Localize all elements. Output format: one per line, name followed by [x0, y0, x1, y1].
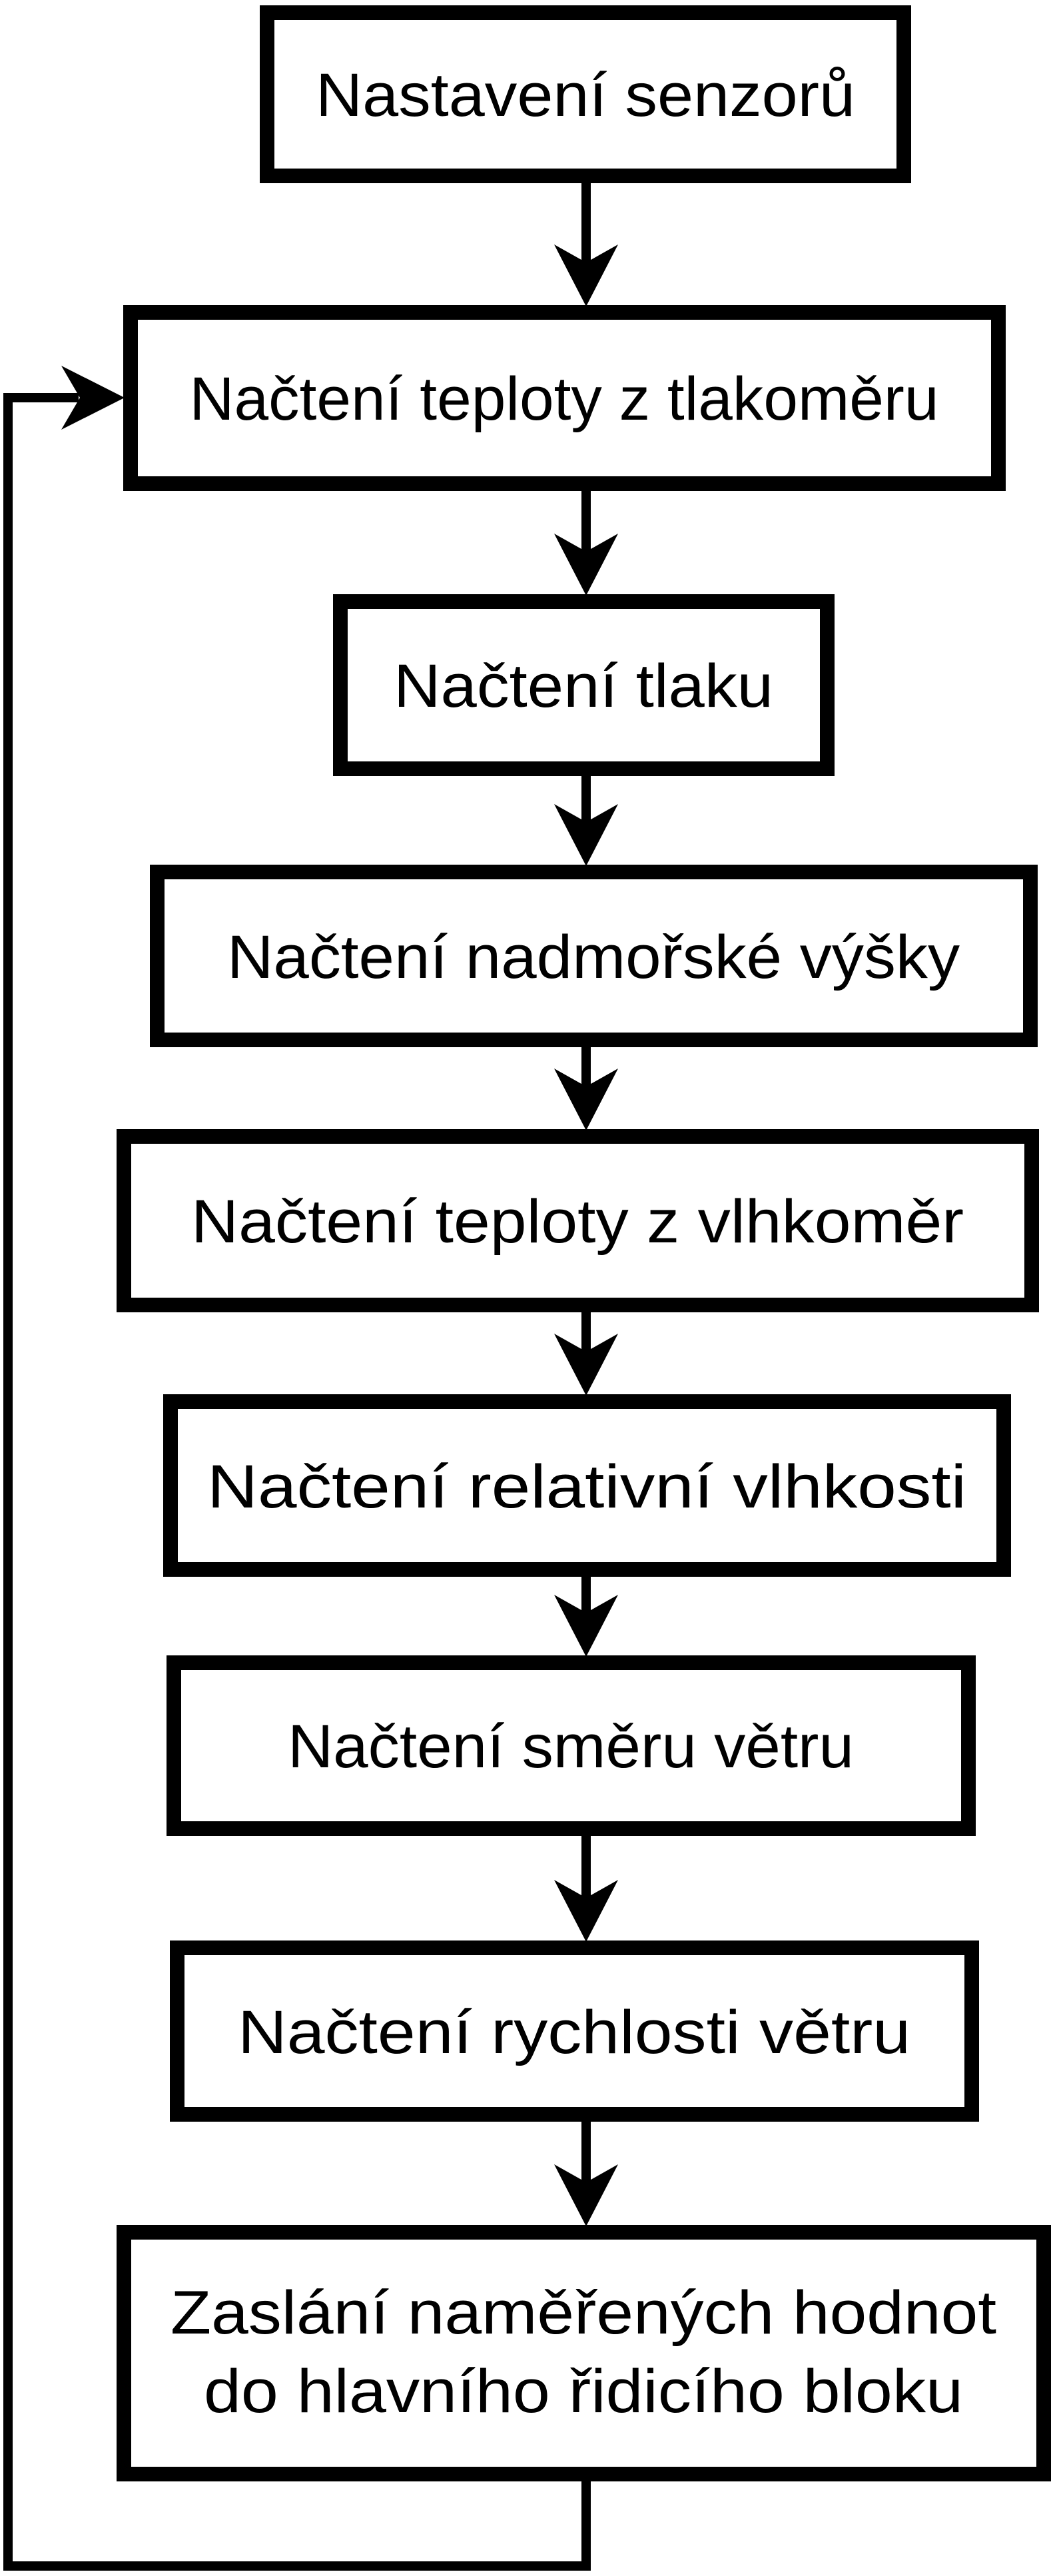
edge-4-arrowhead-icon [554, 1069, 618, 1130]
edge-3 [554, 773, 618, 866]
node-nacteni-rychlosti-vetru: Načtení rychlosti větru [170, 1940, 979, 2122]
edge-8-arrowhead-icon [554, 2164, 618, 2226]
edge-loop-back [3, 366, 591, 2571]
edge-2 [554, 488, 618, 596]
edge-4 [554, 1044, 618, 1130]
node-label: Načtení rychlosti větru [238, 1998, 910, 2066]
node-nastaveni-senzoru: Nastavení senzorů [260, 5, 911, 183]
loop-back-line [3, 393, 591, 2571]
node-box [333, 594, 835, 776]
edge-6 [554, 1573, 618, 1657]
edge-5-arrowhead-icon [554, 1334, 618, 1396]
edge-7-arrowhead-icon [554, 1880, 618, 1942]
node-box [117, 2225, 1051, 2481]
node-label: Načtení teploty z tlakoměru [190, 365, 939, 433]
node-zaslani-namerenych-hodnot: Zaslání naměřených hodnot do hlavního ři… [117, 2225, 1051, 2481]
node-box [163, 1394, 1011, 1577]
node-label: Načtení směru větru [288, 1713, 854, 1781]
edge-1-arrowhead-icon [554, 244, 618, 306]
node-label: Načtení nadmořské výšky [227, 923, 960, 991]
node-nacteni-relativni-vlhkosti: Načtení relativní vlhkosti [163, 1394, 1011, 1577]
node-box [117, 1129, 1039, 1312]
loop-back-arrowhead-icon [61, 366, 125, 430]
node-label: Načtení relativní vlhkosti [207, 1453, 966, 1521]
node-nacteni-teploty-z-tlakomeru: Načtení teploty z tlakoměru [123, 305, 1006, 491]
edge-2-arrowhead-icon [554, 534, 618, 596]
node-label: Nastavení senzorů [316, 61, 855, 129]
node-label-line2: do hlavního řidicího bloku [204, 2358, 963, 2425]
edge-1 [554, 180, 618, 306]
edge-8 [554, 2118, 618, 2226]
node-box [167, 1655, 976, 1836]
node-nacteni-tlaku: Načtení tlaku [333, 594, 835, 776]
edge-6-arrowhead-icon [554, 1595, 618, 1657]
node-label-line1: Zaslání naměřených hodnot [171, 2279, 996, 2347]
edge-5 [554, 1309, 618, 1396]
node-label: Načtení teploty z vlhkoměr [191, 1188, 964, 1256]
node-nacteni-nadmorske-vysky: Načtení nadmořské výšky [150, 865, 1038, 1047]
edge-7 [554, 1833, 618, 1942]
edge-3-arrowhead-icon [554, 804, 618, 866]
node-box [150, 865, 1038, 1047]
node-box [170, 1940, 979, 2122]
node-box [123, 305, 1006, 491]
node-box [260, 5, 911, 183]
node-nacteni-teploty-z-vlhkomer: Načtení teploty z vlhkoměr [117, 1129, 1039, 1312]
node-nacteni-smeru-vetru: Načtení směru větru [167, 1655, 976, 1836]
node-label: Načtení tlaku [394, 652, 773, 720]
